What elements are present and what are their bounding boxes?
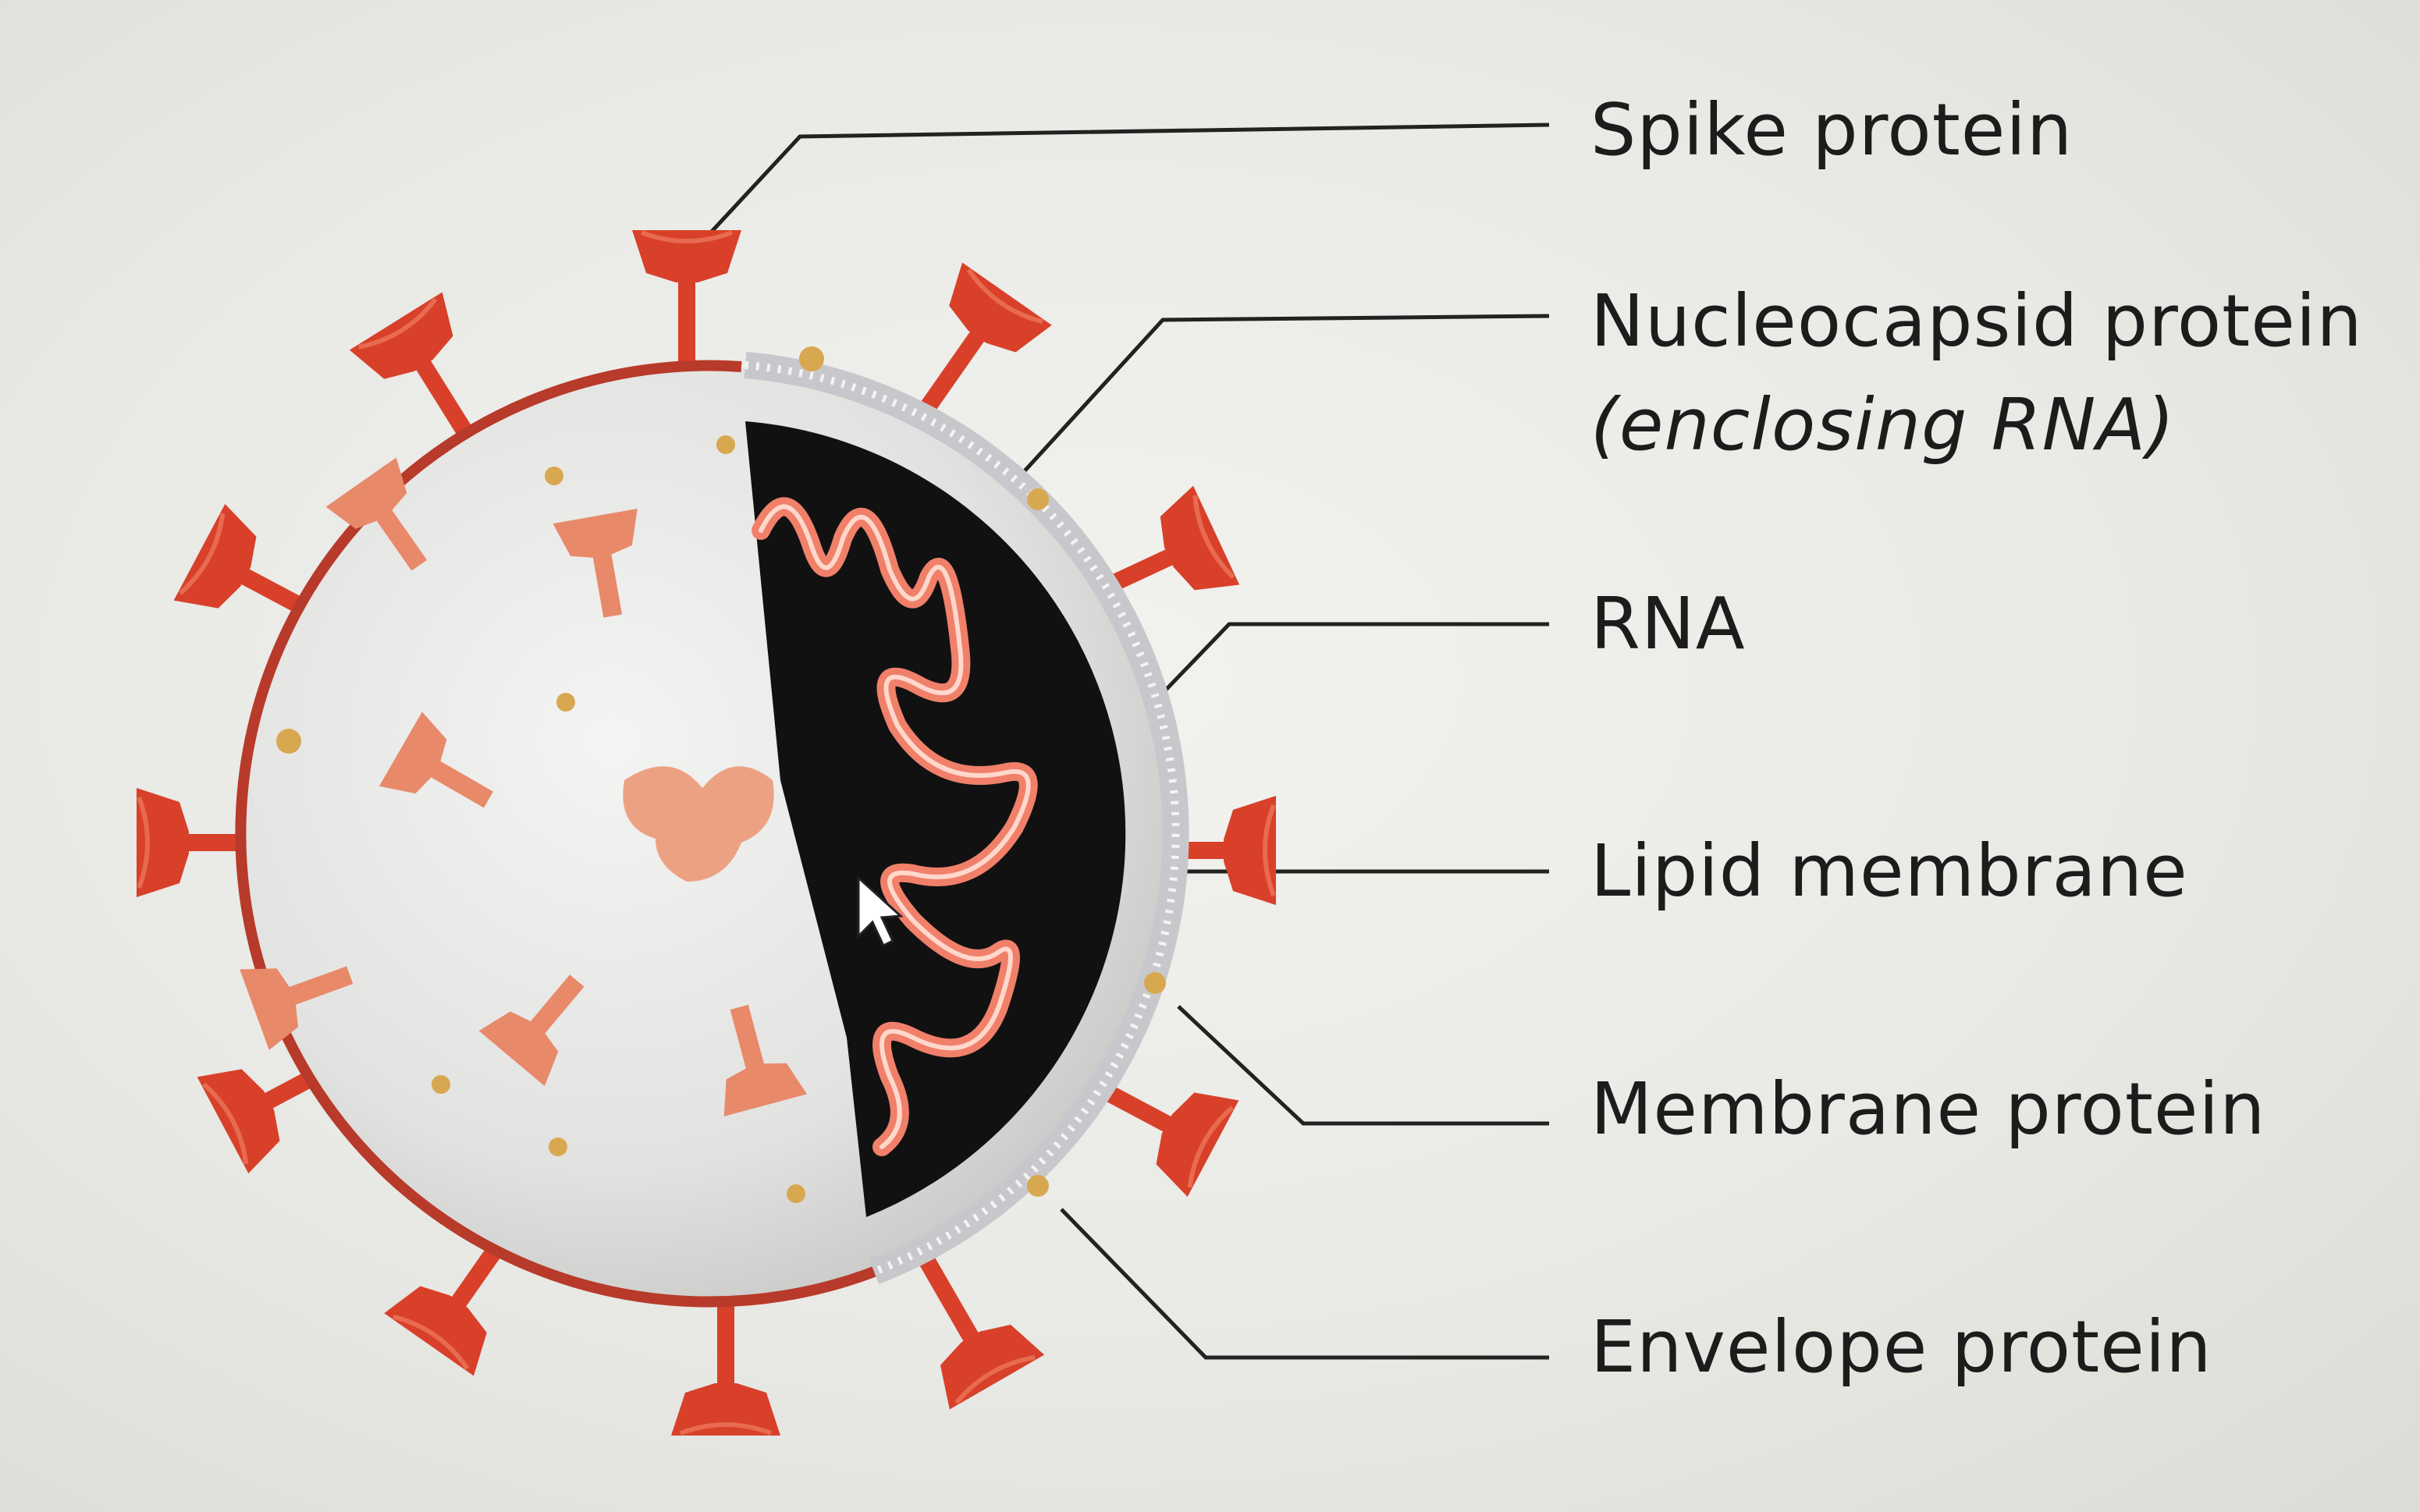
label-nucleocapsid-sub: (enclosing RNA)	[1590, 383, 2176, 467]
label-spike-protein: Spike protein	[1590, 88, 2074, 172]
spike-protein-shape	[671, 1295, 780, 1436]
spike-protein-shape	[632, 230, 741, 371]
label-nucleocapsid-main: Nucleocapsid protein	[1590, 279, 2363, 363]
cursor-arrow-icon	[857, 875, 904, 948]
leader-spike	[697, 122, 1550, 247]
lipid-membrane-shape	[744, 352, 1189, 1284]
center-spike-head	[623, 766, 774, 882]
label-envelope-protein: Envelope protein	[1590, 1305, 2212, 1389]
label-lipid-membrane: Lipid membrane	[1590, 829, 2188, 913]
nucleocapsid-core	[745, 421, 1126, 1217]
membrane-ring	[235, 360, 876, 1308]
leader-membrane	[1177, 1005, 1549, 1126]
envelope-protein-dots	[276, 346, 1166, 1203]
label-membrane-protein: Membrane protein	[1590, 1067, 2266, 1151]
label-nucleocapsid-protein: Nucleocapsid protein (enclosing RNA)	[1590, 269, 2363, 477]
label-rna: RNA	[1590, 582, 1746, 665]
leader-lines	[697, 122, 1550, 1360]
leader-envelope	[1060, 1208, 1549, 1360]
